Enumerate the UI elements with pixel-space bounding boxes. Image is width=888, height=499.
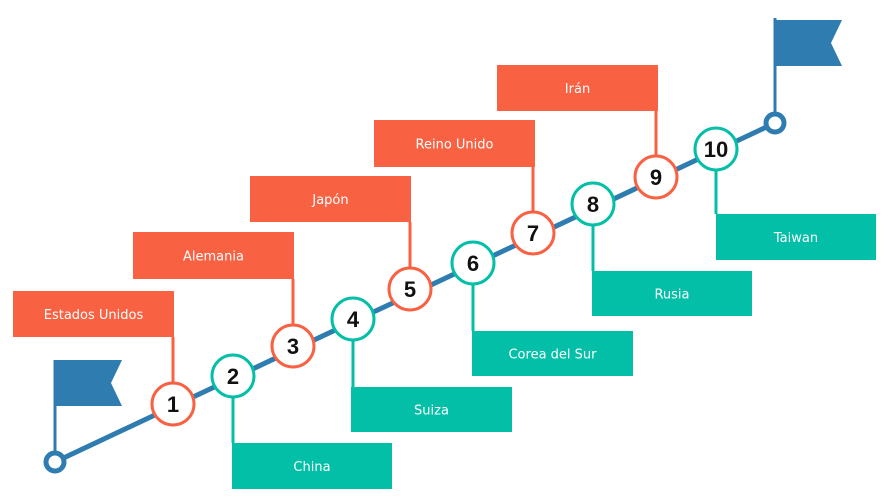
country-label: Reino Unido [416,138,494,153]
step-number: 2 [227,364,239,389]
country-label: Japón [311,193,348,208]
step-circle [387,266,433,312]
step-number: 6 [467,251,479,276]
path-start-marker [43,450,67,474]
step-circle [570,181,616,227]
country-label: Suiza [414,404,449,419]
country-label-box [351,387,512,432]
step-circle [330,296,376,342]
country-label-box [716,214,876,260]
country-label-box [250,176,411,222]
step-circle [450,240,496,286]
country-label-box [133,232,294,279]
step-number: 7 [527,221,539,246]
step-number: 5 [404,277,416,302]
country-label: Alemania [183,250,244,265]
country-label: Irán [565,82,590,97]
country-label: China [293,460,330,475]
step-circle [510,210,556,256]
step-number: 9 [650,165,662,190]
step-circle [633,154,679,200]
step-number: 4 [347,307,360,332]
flag-icon [53,360,122,462]
country-label-box [497,65,658,111]
country-label-box [232,443,392,489]
country-label: Rusia [654,288,689,303]
country-label: Estados Unidos [44,308,144,323]
step-circle [270,323,316,369]
step-markers: 1 2 3 4 5 6 7 8 9 10 [150,126,739,427]
step-circle [150,381,196,427]
step-circle [210,353,256,399]
country-label-box [374,120,535,167]
step-number: 3 [287,334,299,359]
connectors [171,111,718,443]
step-number: 1 [167,392,179,417]
country-label: Taiwan [773,231,818,246]
country-label-box [472,331,633,376]
flag-icon [773,18,842,123]
path-end-marker [763,111,787,135]
country-label-box [13,291,174,337]
step-number: 8 [587,192,599,217]
country-label: Corea del Sur [508,348,597,363]
step-circle [693,126,739,172]
country-label-box [592,271,752,316]
step-number: 10 [704,137,728,162]
